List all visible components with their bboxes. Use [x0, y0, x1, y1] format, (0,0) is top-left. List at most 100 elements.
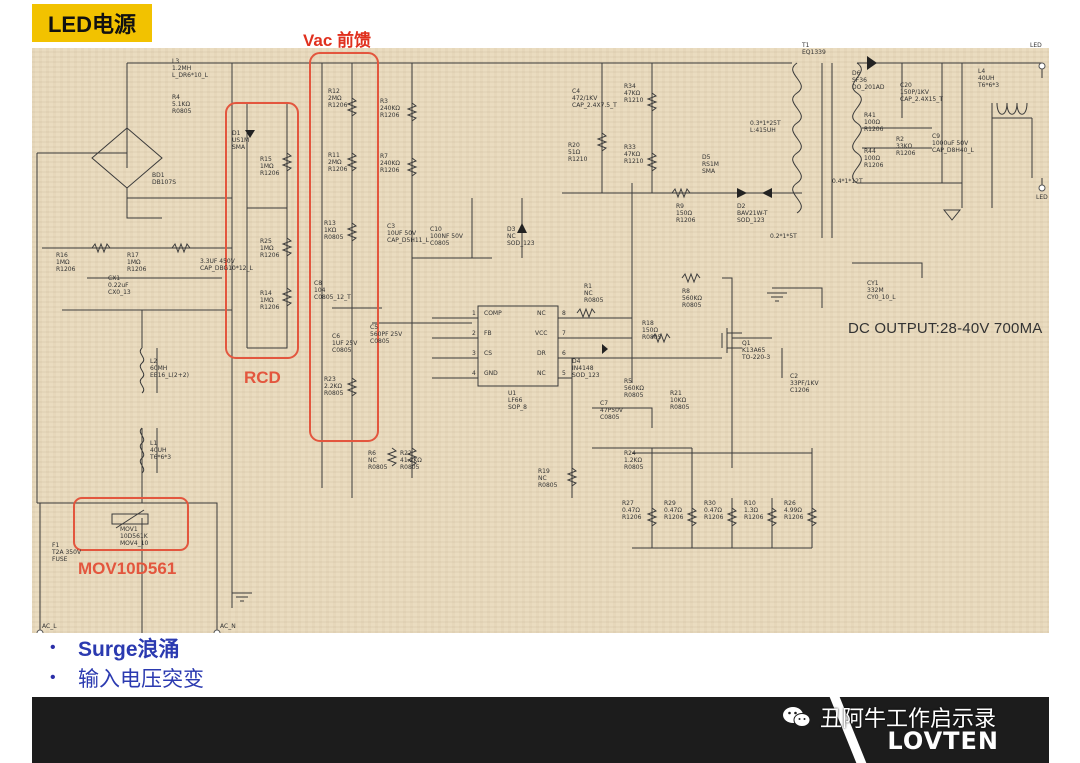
- label-ac-n: AC_N: [220, 623, 236, 630]
- wechat-watermark: 丑阿牛工作启示录: [782, 701, 996, 733]
- ic-pin-5: 5: [562, 370, 566, 377]
- bullet-dot-icon: •: [50, 639, 56, 656]
- ic-pin-1: 1: [472, 310, 476, 317]
- bullet-item: • 输入电压突变: [50, 663, 204, 693]
- wechat-icon: [783, 707, 811, 727]
- ic-pin-cs: CS: [484, 350, 492, 357]
- dc-output-spec: DC OUTPUT:28-40V 700MA: [848, 320, 1043, 337]
- ic-pin-2: 2: [472, 330, 476, 337]
- label-t1-secondary: 0.4*1*12T: [832, 178, 863, 185]
- bullet-text: Surge浪涌: [78, 638, 180, 661]
- ic-pin-nc1: NC: [537, 310, 546, 317]
- bullet-dot-icon: •: [50, 669, 56, 686]
- ic-pin-fb: FB: [484, 330, 492, 337]
- ic-pin-vcc: VCC: [535, 330, 548, 337]
- callout-rcd: RCD: [244, 368, 281, 387]
- ic-pin-7: 7: [562, 330, 566, 337]
- label-ac-l: AC_L: [42, 623, 57, 630]
- bullet-list: • Surge浪涌 • 输入电压突变: [50, 633, 204, 693]
- brand-logo: LOVTEN: [887, 727, 999, 755]
- watermark-text: 丑阿牛工作启示录: [820, 706, 997, 731]
- label-led-positive: LED: [1030, 42, 1042, 49]
- ic-pin-nc2: NC: [537, 370, 546, 377]
- bullet-item: • Surge浪涌: [50, 633, 204, 663]
- label-led-negative: LED: [1036, 194, 1048, 201]
- ic-pin-dr: DR: [537, 350, 546, 357]
- ic-pin-6: 6: [562, 350, 566, 357]
- ic-pin-8: 8: [562, 310, 566, 317]
- ic-pin-gnd: GND: [484, 370, 498, 377]
- ic-pin-3: 3: [472, 350, 476, 357]
- footer-bar: LOVTEN: [32, 697, 1049, 763]
- bullet-text: 输入电压突变: [78, 668, 204, 691]
- circuit-wiring: [36, 52, 1046, 633]
- callout-mov: MOV10D561: [78, 559, 177, 578]
- page-title: LED电源: [32, 4, 152, 42]
- ic-pin-4: 4: [472, 370, 476, 377]
- callout-vac-feedforward: Vac 前馈: [303, 31, 372, 50]
- ic-pin-comp: COMP: [484, 310, 502, 317]
